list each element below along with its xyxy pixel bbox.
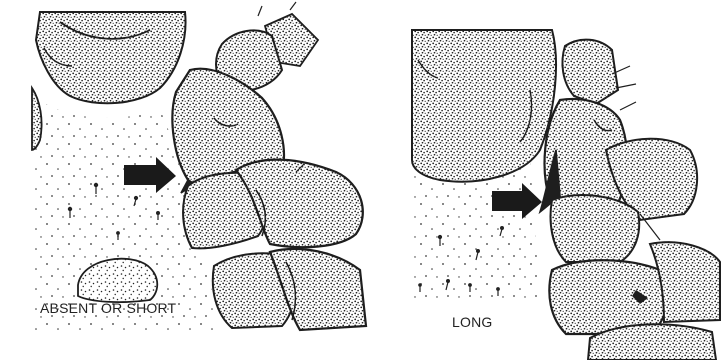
left-head-lobe [36, 12, 186, 103]
right-panel: LONG [412, 30, 720, 360]
left-caption: ABSENT OR SHORT [40, 300, 177, 316]
left-edge-fragment [32, 88, 42, 150]
right-leg3-coxa [549, 260, 667, 334]
right-palp-distal [562, 40, 618, 104]
right-head-lobe [412, 30, 556, 182]
right-caption: LONG [452, 314, 492, 330]
left-panel: ABSENT OR SHORT [32, 2, 366, 330]
right-leg2-coxa [551, 195, 640, 262]
